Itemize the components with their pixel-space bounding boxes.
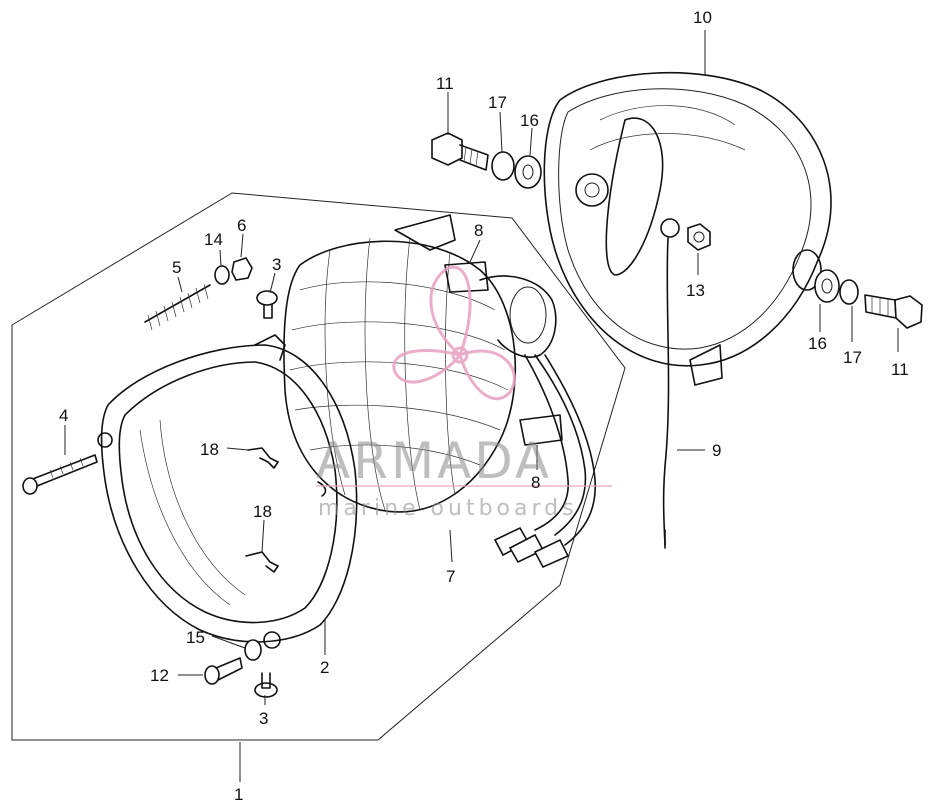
bolt-11-upper — [431, 132, 489, 171]
wire-harness — [493, 354, 596, 569]
headlight-unit — [283, 214, 563, 513]
watermark: ARMADA marine outboards — [316, 265, 612, 521]
callout-1: 1 — [234, 785, 243, 804]
callout-16a: 16 — [520, 111, 539, 130]
screw-3-lower — [254, 672, 278, 698]
washer-15 — [244, 639, 262, 661]
callout-3a: 3 — [272, 255, 281, 274]
callout-labels: 1 2 3 3 4 5 6 7 8 8 9 10 11 11 12 13 14 … — [59, 8, 909, 804]
callout-10: 10 — [693, 8, 712, 27]
washer-17-upper — [491, 151, 515, 181]
bolt-11-right — [864, 294, 923, 329]
callout-8b: 8 — [531, 473, 540, 492]
callout-6: 6 — [237, 216, 246, 235]
headlight-rim — [97, 334, 358, 649]
callout-12: 12 — [150, 666, 169, 685]
watermark-logo-icon — [392, 265, 516, 401]
nut-13 — [687, 223, 711, 251]
callout-14: 14 — [204, 230, 223, 249]
washer-16-upper — [514, 155, 542, 189]
headlight-case — [543, 71, 832, 386]
callout-17a: 17 — [488, 93, 507, 112]
callout-8a: 8 — [474, 221, 483, 240]
callout-7: 7 — [446, 567, 455, 586]
ground-wire — [660, 218, 680, 549]
callout-4: 4 — [59, 406, 68, 425]
callout-11a: 11 — [436, 74, 454, 93]
washer-14 — [214, 265, 230, 285]
callout-9: 9 — [712, 441, 721, 460]
clip-18-lower — [245, 551, 279, 573]
clip-18-upper — [247, 447, 279, 469]
watermark-brand: ARMADA — [316, 432, 552, 490]
callout-2: 2 — [320, 658, 329, 677]
callout-13: 13 — [686, 281, 705, 300]
screw-3-upper — [256, 290, 278, 319]
screw-4 — [22, 454, 98, 495]
callout-15: 15 — [186, 628, 205, 647]
callout-3b: 3 — [259, 709, 268, 728]
washer-17-right — [839, 279, 859, 305]
washer-16-right — [814, 269, 840, 303]
leader-lines — [64, 30, 899, 782]
nut-6 — [231, 257, 253, 281]
callout-16b: 16 — [808, 334, 827, 353]
assembly-group-outline — [11, 192, 626, 741]
spring-5 — [144, 283, 211, 331]
watermark-tagline: marine outboards — [318, 496, 578, 521]
callout-5: 5 — [172, 258, 181, 277]
callout-18b: 18 — [253, 502, 272, 521]
screw-12 — [204, 657, 243, 685]
callout-18a: 18 — [200, 440, 219, 459]
callout-11b: 11 — [891, 360, 909, 379]
callout-17b: 17 — [843, 348, 862, 367]
